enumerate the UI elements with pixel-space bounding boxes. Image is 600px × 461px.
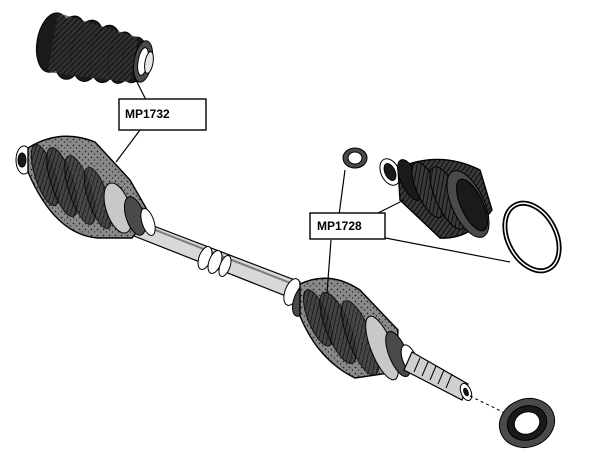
callout-mp1732-text: MP1732 [125,107,170,121]
boot-loose-top-left [35,12,154,84]
inner-cv-boot [283,277,420,381]
small-seal-ring [342,147,368,169]
shaft-bar [133,219,301,301]
large-boot [397,158,493,239]
inner-boot-kit [342,147,562,274]
bottom-seal [498,397,556,449]
outer-cv-boot [15,135,156,239]
clamp-ring [502,200,562,274]
callout-mp1728-text: MP1728 [317,219,362,233]
shaft-centerline [469,395,506,414]
callout-mp1732: MP1732 [118,98,207,131]
splined-stub [403,351,473,402]
drive-shaft-assembly [15,135,506,414]
callout-mp1728: MP1728 [309,212,386,240]
small-boot-end [379,158,401,186]
